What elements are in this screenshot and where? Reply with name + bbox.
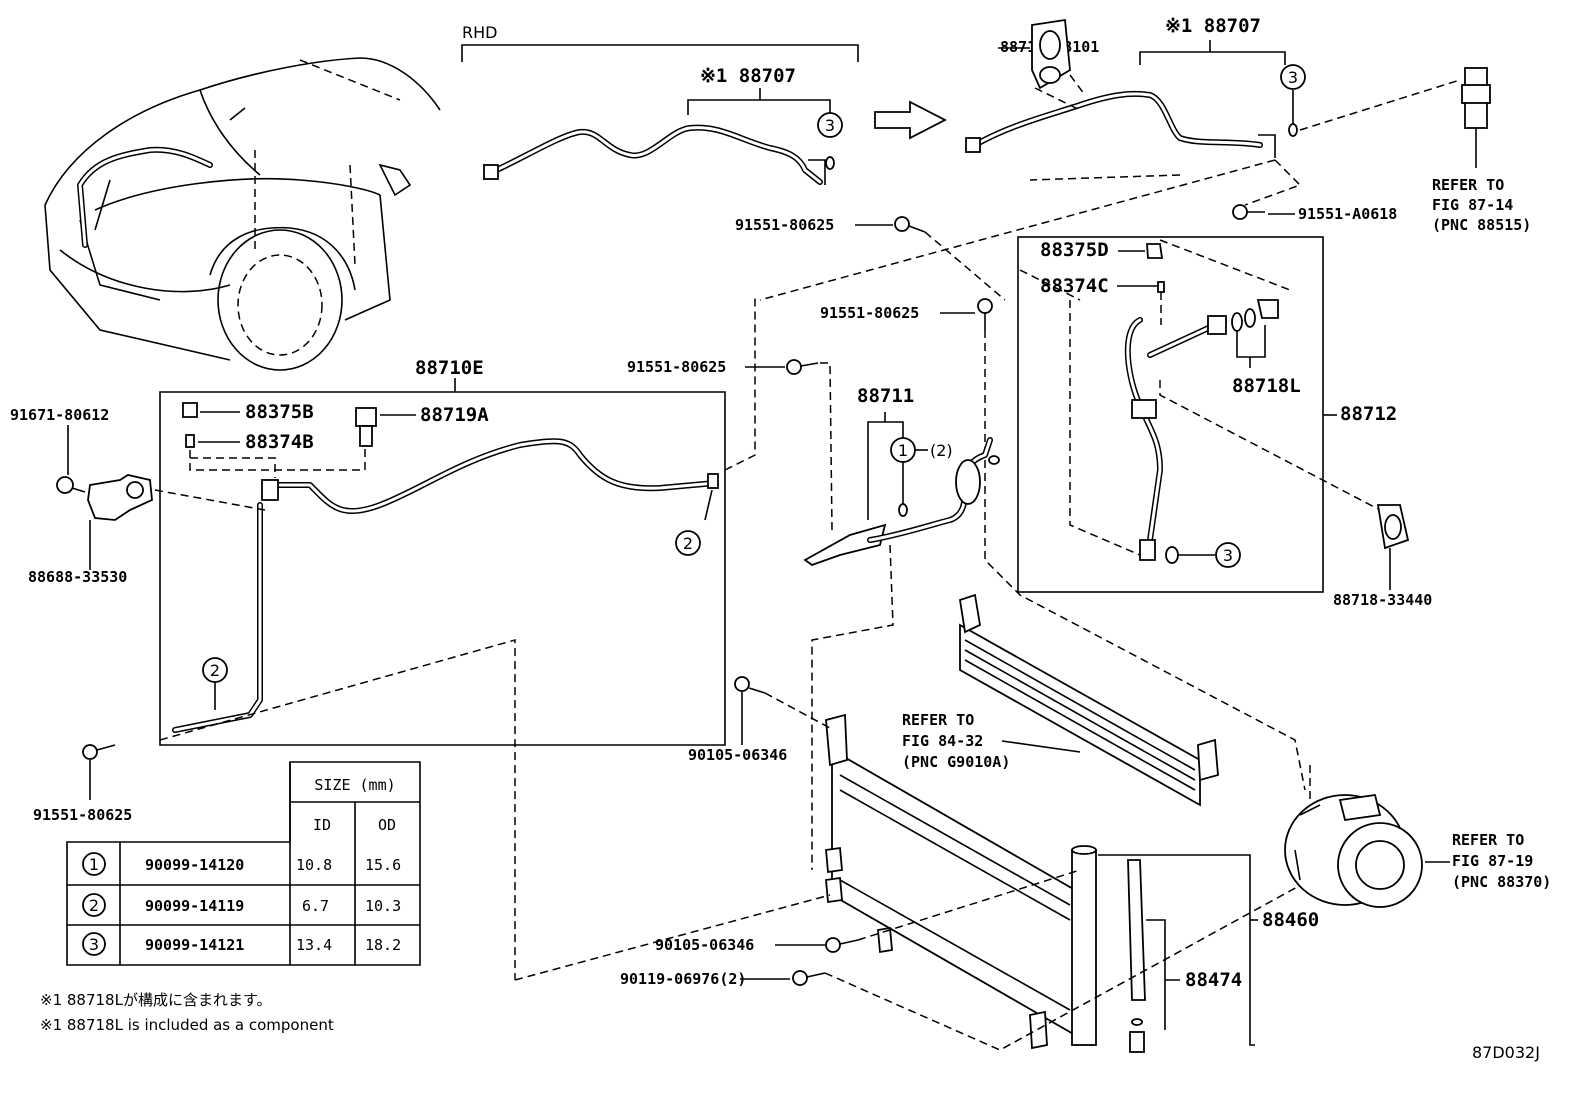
part-88374c[interactable]: 88374C [1040, 275, 1109, 297]
bolt-labels: 91551-80625 91551-80625 91551-80625 9155… [33, 216, 1306, 824]
table-row-3-id: 13.4 [296, 936, 332, 954]
part-88710e[interactable]: 88710E [415, 357, 484, 379]
svg-text:3: 3 [825, 116, 835, 135]
rhd-label: RHD [462, 23, 497, 42]
part-88711-qty: (2) [930, 441, 953, 460]
pipe-88710e: 88710E 88375B 88374B 88719A 2 2 [159, 298, 756, 980]
part-91551-a0618[interactable]: 91551-A0618 [1298, 205, 1397, 223]
part-88718-33440[interactable]: 88718-33440 [1333, 591, 1432, 609]
table-col-od: OD [378, 816, 396, 834]
table-row-2-mark: 2 [89, 896, 99, 915]
ref-fig87-19-l1[interactable]: REFER TO [1452, 831, 1524, 849]
part-88375b[interactable]: 88375B [245, 401, 314, 423]
svg-text:2: 2 [210, 661, 220, 680]
ref-fig87-14-l1[interactable]: REFER TO [1432, 176, 1504, 194]
bracket-88688-33530: 91671-80612 88688-33530 [10, 406, 266, 586]
ref-fig87-19-l2[interactable]: FIG 87-19 [1452, 852, 1533, 870]
part-91671-80612[interactable]: 91671-80612 [10, 406, 109, 424]
table-row-3-part[interactable]: 90099-14121 [145, 936, 244, 954]
svg-text:1: 1 [898, 441, 908, 460]
ref-fig84-32-l3[interactable]: (PNC G9010A) [902, 753, 1010, 771]
ref-fig87-14-l2[interactable]: FIG 87-14 [1432, 196, 1513, 214]
ref-fig84-32-l2[interactable]: FIG 84-32 [902, 732, 983, 750]
table-row-3-mark: 3 [89, 935, 99, 954]
suction-hose-88712: 88375D 88374C 88718L 3 88712 88718-33440 [1017, 236, 1432, 609]
arrow-icon [874, 100, 947, 140]
table-row-2-od: 10.3 [365, 897, 401, 915]
marker-3-top [1280, 64, 1306, 90]
vehicle-illustration [44, 57, 441, 371]
marker-3-rhd [817, 112, 843, 138]
rhd-group: RHD ※1 88707 3 [461, 23, 947, 185]
ref-fig87-19-l3[interactable]: (PNC 88370) [1452, 873, 1551, 891]
svg-text:2: 2 [683, 534, 693, 553]
part-88460[interactable]: 88460 [1262, 909, 1319, 931]
table-row-1-id: 10.8 [296, 856, 332, 874]
table-row-1-part[interactable]: 90099-14120 [145, 856, 244, 874]
part-90105-06346-b[interactable]: 90105-06346 [655, 936, 754, 954]
part-91551-80625-a[interactable]: 91551-80625 [735, 216, 834, 234]
pipe-88707-group: 88718-58101 ※1 88707 3 REFER TO FIG 87-1… [759, 15, 1531, 301]
part-88718l[interactable]: 88718L [1232, 375, 1301, 397]
part-91551-80625-c[interactable]: 91551-80625 [627, 358, 726, 376]
part-88375d[interactable]: 88375D [1040, 239, 1109, 261]
table-row-2-part[interactable]: 90099-14119 [145, 897, 244, 915]
table-row-2-id: 6.7 [302, 897, 329, 915]
part-88474[interactable]: 88474 [1185, 969, 1242, 991]
marker-2-pipe-right [675, 530, 701, 556]
part-88712[interactable]: 88712 [1340, 403, 1397, 425]
svg-text:3: 3 [1288, 68, 1298, 87]
ref-fig84-32-l1[interactable]: REFER TO [902, 711, 974, 729]
size-table: SIZE (mm) ID OD 1 90099-14120 10.8 15.6 … [66, 761, 421, 966]
pipe-88711: 88711 1 (2) [803, 385, 1000, 870]
part-90105-06346-a[interactable]: 90105-06346 [688, 746, 787, 764]
ref-fig87-14-l3[interactable]: (PNC 88515) [1432, 216, 1531, 234]
part-88707-rhd[interactable]: ※1 88707 [700, 65, 796, 87]
note-english: ※1 88718L is included as a component [40, 1016, 334, 1034]
table-row-3-od: 18.2 [365, 936, 401, 954]
part-88688-33530[interactable]: 88688-33530 [28, 568, 127, 586]
table-row-1-od: 15.6 [365, 856, 401, 874]
part-88711[interactable]: 88711 [857, 385, 914, 407]
table-size-header: SIZE (mm) [314, 776, 395, 794]
svg-text:3: 3 [1223, 546, 1233, 565]
part-88719a[interactable]: 88719A [420, 404, 489, 426]
note-japanese: ※1 88718Lが構成に含まれます。 [40, 991, 271, 1009]
condenser-88460: REFER TO FIG 84-32 (PNC G9010A) 88460 88… [514, 593, 1319, 1053]
table-col-id: ID [313, 816, 331, 834]
marker-3-suction [1215, 542, 1241, 568]
compressor: REFER TO FIG 87-19 (PNC 88370) [1284, 765, 1551, 908]
diagram-code: 87D032J [1472, 1043, 1540, 1062]
part-88374b[interactable]: 88374B [245, 431, 314, 453]
part-90119-06976[interactable]: 90119-06976(2) [620, 970, 746, 988]
part-91551-80625-b[interactable]: 91551-80625 [820, 304, 919, 322]
part-88707[interactable]: ※1 88707 [1165, 15, 1261, 37]
part-91551-80625-d[interactable]: 91551-80625 [33, 806, 132, 824]
table-row-1-mark: 1 [89, 855, 99, 874]
